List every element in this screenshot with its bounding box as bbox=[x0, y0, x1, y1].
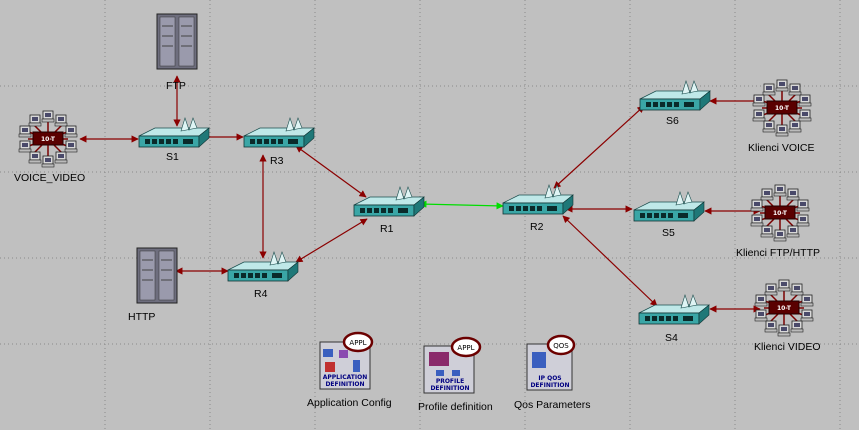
link-r1-r2[interactable] bbox=[419, 200, 504, 210]
config-badge: APPL bbox=[457, 344, 474, 352]
node-ftp[interactable]: FTP bbox=[156, 13, 198, 92]
node-label: VOICE_VIDEO bbox=[14, 172, 85, 184]
config-caption-line2: DEFINITION bbox=[530, 382, 569, 389]
user-icon bbox=[452, 370, 460, 376]
config-caption-line1: PROFILE bbox=[436, 378, 464, 385]
config-caption-line2: DEFINITION bbox=[325, 381, 364, 388]
link-r3-r1[interactable] bbox=[295, 145, 367, 198]
config-qos[interactable]: QOS IP QOS DEFINITION Qos Parameters bbox=[514, 334, 590, 411]
hub-label: 10-T bbox=[777, 305, 792, 312]
config-caption-line1: IP QOS bbox=[538, 375, 561, 382]
badge-icon bbox=[546, 334, 576, 356]
hub-label: 10-T bbox=[775, 105, 790, 112]
node-label: S5 bbox=[662, 227, 675, 239]
config-label: Profile definition bbox=[418, 401, 493, 413]
node-voice-video[interactable]: 10-T VOICE_VIDEO bbox=[14, 111, 85, 184]
list-icon bbox=[325, 362, 335, 372]
node-r3[interactable]: R3 bbox=[243, 117, 315, 167]
config-badge: QOS bbox=[553, 342, 569, 350]
config-label: Application Config bbox=[307, 397, 392, 409]
node-r1[interactable]: R1 bbox=[353, 186, 425, 235]
node-r2[interactable]: R2 bbox=[502, 184, 574, 233]
node-klienci-ftp[interactable]: 10-T Klienci FTP/HTTP bbox=[736, 185, 820, 259]
badge-icon bbox=[450, 336, 482, 358]
link-r2-s4[interactable] bbox=[562, 215, 658, 307]
node-s5[interactable]: S5 bbox=[633, 191, 705, 239]
link-r1-r4[interactable] bbox=[295, 218, 368, 263]
envelope-icon bbox=[323, 349, 333, 357]
node-label: R4 bbox=[254, 288, 268, 300]
config-profile[interactable]: APPL PROFILE DEFINITION Profile definiti… bbox=[418, 336, 493, 413]
node-label: Klienci FTP/HTTP bbox=[736, 247, 820, 259]
node-label: Klienci VIDEO bbox=[754, 341, 821, 353]
server-icon bbox=[156, 13, 198, 70]
hub-label: 10-T bbox=[773, 210, 788, 217]
node-label: S1 bbox=[166, 151, 179, 163]
node-label: Klienci VOICE bbox=[748, 142, 815, 154]
link-r2-s6[interactable] bbox=[553, 105, 645, 189]
node-label: S4 bbox=[665, 332, 678, 344]
badge-icon bbox=[342, 331, 374, 353]
node-s6[interactable]: S6 bbox=[639, 80, 711, 127]
node-label: FTP bbox=[166, 80, 186, 92]
hub-label: 10-T bbox=[41, 136, 56, 143]
document-icon bbox=[339, 350, 348, 358]
config-caption-line1: APPLICATION bbox=[323, 374, 368, 381]
node-label: HTTP bbox=[128, 311, 155, 323]
node-s4[interactable]: S4 bbox=[638, 294, 710, 344]
router-stack-icon bbox=[532, 352, 546, 368]
config-application[interactable]: APPL APPLICATION DEFINITION Application … bbox=[307, 331, 392, 409]
user-icon bbox=[436, 370, 444, 376]
node-s1[interactable]: S1 bbox=[138, 117, 210, 163]
node-klienci-voice[interactable]: 10-T Klienci VOICE bbox=[748, 80, 815, 154]
file-icon bbox=[353, 360, 360, 372]
node-label: R1 bbox=[380, 223, 394, 235]
config-caption-line2: DEFINITION bbox=[430, 385, 469, 392]
node-label: R3 bbox=[270, 155, 284, 167]
node-label: R2 bbox=[530, 221, 544, 233]
calendar-icon bbox=[429, 352, 449, 366]
server-icon bbox=[136, 247, 178, 304]
node-klienci-video[interactable]: 10-T Klienci VIDEO bbox=[754, 280, 821, 353]
node-http[interactable]: HTTP bbox=[128, 247, 178, 323]
config-badge: APPL bbox=[349, 339, 366, 347]
node-label: S6 bbox=[666, 115, 679, 127]
config-label: Qos Parameters bbox=[514, 399, 590, 411]
node-r4[interactable]: R4 bbox=[227, 251, 299, 300]
